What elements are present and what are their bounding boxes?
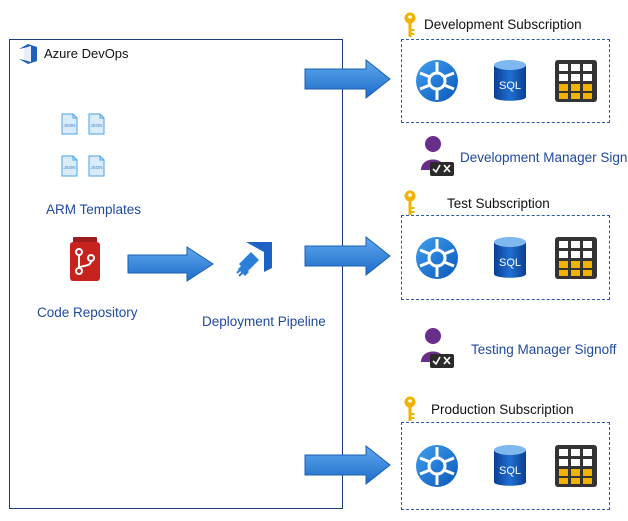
development-manager-signoff-label: Development Manager Signoff bbox=[460, 150, 628, 165]
storage-grid-icon bbox=[555, 445, 597, 487]
test-subscription-title: Test Subscription bbox=[447, 196, 550, 211]
development-subscription-box bbox=[401, 39, 610, 123]
arm-template-doc-4: JSON bbox=[88, 155, 105, 182]
devops-title: Azure DevOps bbox=[44, 46, 129, 61]
json-label: JSON bbox=[90, 165, 102, 170]
sql-label: SQL bbox=[499, 80, 521, 92]
manager-approval-icon bbox=[421, 136, 454, 176]
azure-devops-logo-icon bbox=[19, 44, 37, 64]
json-file-icon: JSON bbox=[61, 155, 78, 177]
json-label: JSON bbox=[90, 123, 102, 128]
manager-approval-icon bbox=[421, 328, 454, 368]
key-icon bbox=[404, 12, 416, 37]
sql-database-icon: SQL bbox=[494, 60, 526, 101]
arm-template-doc-1: JSON bbox=[61, 113, 78, 140]
test-subscription-box bbox=[401, 215, 610, 300]
arrow-to-production bbox=[304, 445, 391, 485]
sql-database-icon: SQL bbox=[494, 445, 526, 486]
arrow-to-test bbox=[304, 236, 391, 276]
sql-label: SQL bbox=[499, 465, 521, 477]
key-icon bbox=[404, 396, 416, 421]
development-subscription-title: Development Subscription bbox=[424, 17, 582, 32]
kubernetes-service-icon bbox=[416, 60, 458, 102]
kubernetes-service-icon bbox=[416, 445, 458, 487]
kubernetes-service-icon bbox=[416, 237, 458, 279]
storage-grid-icon bbox=[555, 237, 597, 279]
deployment-pipeline-label: Deployment Pipeline bbox=[202, 314, 326, 329]
sql-label: SQL bbox=[499, 257, 521, 269]
sql-database-icon: SQL bbox=[494, 237, 526, 278]
pipelines-icon bbox=[236, 242, 272, 277]
storage-grid-icon bbox=[555, 60, 597, 102]
code-repository-label: Code Repository bbox=[37, 305, 138, 320]
json-file-icon: JSON bbox=[61, 113, 78, 135]
production-subscription-box bbox=[401, 422, 610, 510]
code-repository-icon bbox=[70, 237, 100, 281]
key-icon bbox=[404, 190, 416, 215]
json-label: JSON bbox=[63, 123, 75, 128]
arrow-repo-to-pipeline bbox=[127, 246, 214, 282]
production-subscription-title: Production Subscription bbox=[431, 402, 574, 417]
azure-devops-container bbox=[9, 39, 343, 509]
arm-templates-label: ARM Templates bbox=[46, 202, 142, 217]
json-file-icon: JSON bbox=[88, 113, 105, 135]
json-label: JSON bbox=[63, 165, 75, 170]
arrow-to-development bbox=[304, 59, 391, 99]
arm-template-doc-3: JSON bbox=[61, 155, 78, 182]
testing-manager-signoff-label: Testing Manager Signoff bbox=[471, 342, 617, 357]
arm-template-doc-2: JSON bbox=[88, 113, 105, 140]
json-file-icon: JSON bbox=[88, 155, 105, 177]
